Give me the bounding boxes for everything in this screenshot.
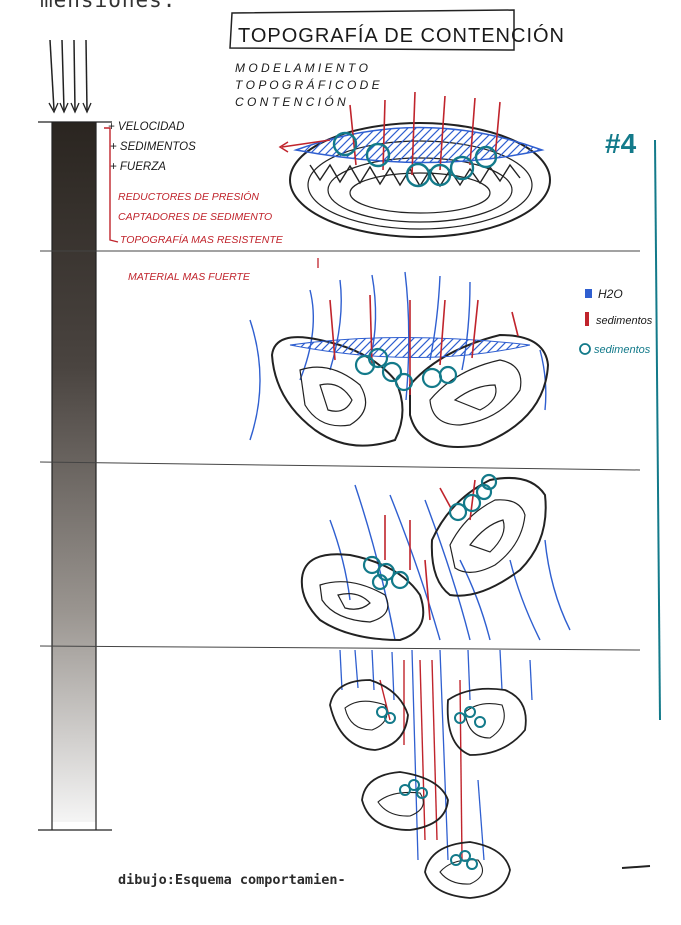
section-4-topography: [330, 650, 532, 898]
gradient-fill: [52, 122, 96, 822]
note-velocity: + VELOCIDAD: [108, 121, 184, 133]
subtitle-line-1: M O D E L A M I E N T O: [235, 61, 368, 75]
cut-off-header-text: mensiones.: [40, 0, 176, 12]
section-1-topography: [280, 92, 550, 268]
intensity-column: [38, 40, 118, 830]
note-sediments: + SEDIMENTOS: [110, 141, 196, 153]
legend-circle-label: sedimentos: [594, 344, 651, 356]
legend-water-label: H2O: [598, 287, 623, 301]
right-margin-line: [655, 140, 660, 720]
legend-water-swatch: [585, 289, 592, 298]
section-3-topography: [302, 475, 570, 640]
section-2-topography: [250, 272, 548, 447]
note-force: + FUERZA: [110, 161, 166, 173]
page-number: #4: [605, 128, 637, 159]
legend-sediment-swatch: [585, 312, 589, 326]
note-pressure-reducers: REDUCTORES DE PRESIÓN: [118, 190, 259, 203]
band-dividers: [40, 140, 660, 868]
legend-sediment-label: sedimentos: [596, 315, 653, 327]
figure-caption: dibujo:Esquema comportamien-: [118, 872, 346, 888]
legend-circle-swatch: [580, 344, 590, 354]
subtitle-line-3: C O N T E N C I Ó N: [235, 94, 346, 109]
note-stronger-material: MATERIAL MAS FUERTE: [128, 271, 251, 283]
note-sediment-captors: CAPTADORES DE SEDIMENTO: [118, 211, 272, 223]
sheet-title: TOPOGRAFÍA DE CONTENCIÓN: [238, 24, 565, 47]
subtitle-line-2: T O P O G R Á F I C O D E: [235, 77, 381, 92]
note-resistant-topography: TOPOGRAFÍA MAS RESISTENTE: [120, 233, 284, 246]
annotations: TOPOGRAFÍA DE CONTENCIÓN M O D E L A M I…: [108, 24, 653, 356]
